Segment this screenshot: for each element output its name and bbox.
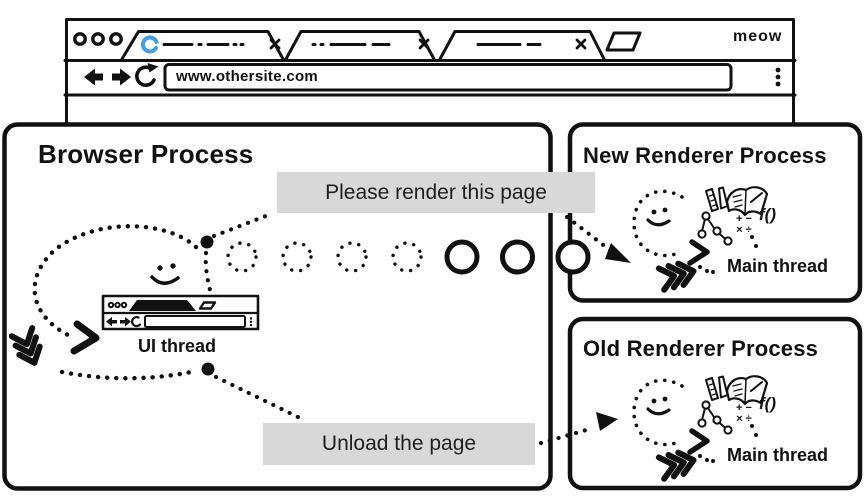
- render-message-arrow: [564, 214, 631, 263]
- main-thread-label-old: Main thread: [727, 445, 829, 465]
- url-text[interactable]: www.othersite.com: [176, 68, 319, 85]
- tab-close-icon[interactable]: [575, 38, 587, 50]
- menu-dots-icon[interactable]: [775, 67, 781, 87]
- forward-icon[interactable]: [112, 68, 131, 86]
- mini-back-icon: [106, 317, 117, 327]
- window-controls[interactable]: [73, 32, 123, 46]
- main-thread-label-new: Main thread: [727, 256, 829, 276]
- function-icon: f(): [759, 205, 776, 224]
- math-icon: + − × ÷: [736, 214, 752, 236]
- browser-process-title: Browser Process: [38, 139, 254, 169]
- math-icon-row: × ÷: [736, 224, 752, 236]
- mini-forward-icon: [120, 317, 131, 327]
- mini-browser-illustration: [101, 294, 260, 331]
- math-icon-row: + −: [736, 213, 752, 225]
- old-renderer-title: Old Renderer Process: [583, 336, 819, 361]
- page-instance-circles: [226, 239, 591, 275]
- ui-thread-doodle: [12, 211, 305, 422]
- old-renderer-process-box: [567, 316, 863, 491]
- unload-message-label: Unload the page: [263, 423, 535, 465]
- mini-tab: [129, 300, 196, 311]
- tab-2[interactable]: [284, 30, 436, 61]
- back-icon[interactable]: [84, 68, 103, 86]
- smiley-face: [157, 263, 176, 271]
- ui-thread-label: UI thread: [138, 336, 217, 356]
- math-icon-row: × ÷: [736, 413, 752, 425]
- tab-1[interactable]: [120, 30, 285, 61]
- browser-logo: meow: [733, 28, 783, 45]
- address-bar[interactable]: [163, 63, 733, 92]
- math-icon: + − × ÷: [736, 403, 752, 425]
- function-icon: f(): [759, 394, 776, 413]
- mini-reload-icon: [131, 315, 142, 328]
- tab-close-icon[interactable]: [269, 38, 281, 50]
- loading-spinner-icon: [140, 35, 159, 54]
- render-message-label: Please render this page: [277, 172, 595, 213]
- new-tab-button[interactable]: [605, 31, 642, 52]
- math-icon-row: + −: [736, 402, 752, 414]
- tab-close-icon[interactable]: [418, 38, 430, 50]
- tab-3[interactable]: [438, 30, 606, 61]
- new-renderer-title: New Renderer Process: [583, 143, 827, 168]
- unload-message-arrow: [538, 412, 618, 446]
- browser-window: [63, 18, 797, 128]
- browser-process-box: [2, 122, 553, 491]
- reload-icon[interactable]: [135, 63, 159, 87]
